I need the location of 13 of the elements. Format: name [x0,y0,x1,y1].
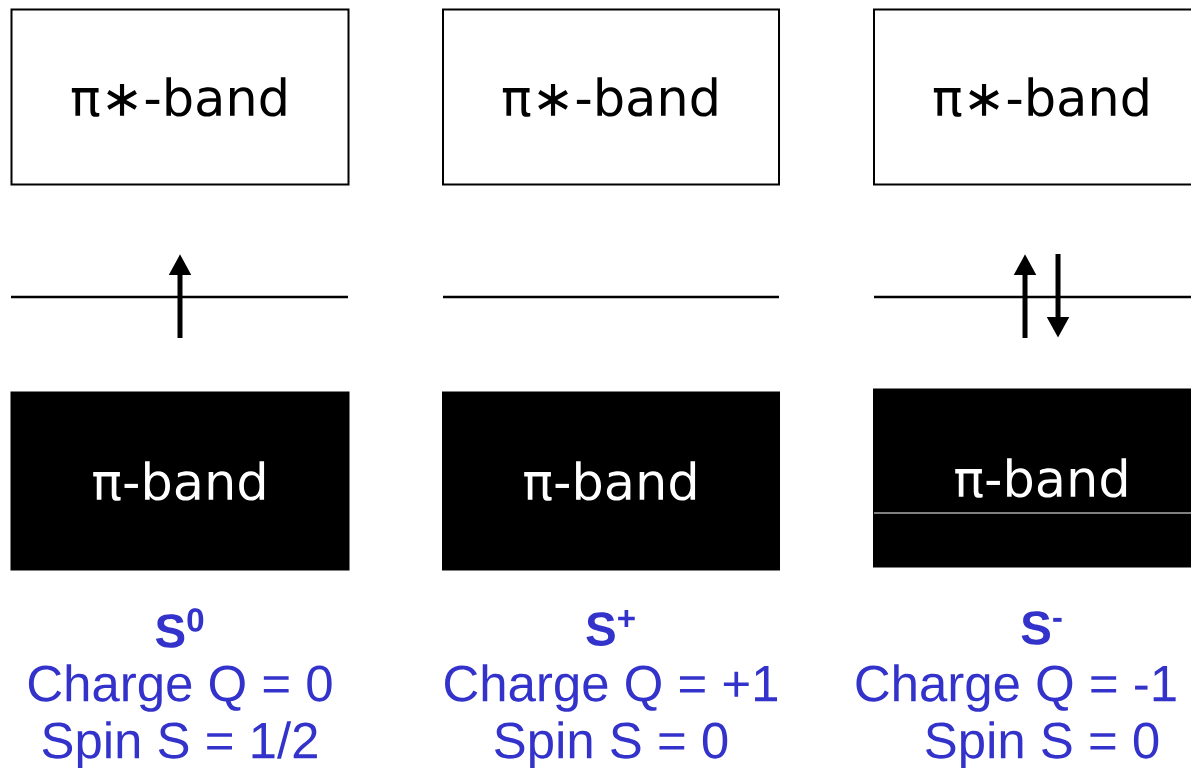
state-label: Spin S = 0 [495,721,728,768]
state-label: Spin S = 0 [926,721,1159,768]
state-label: Charge Q = 0 [28,664,332,712]
band-box: π-band [873,388,1191,568]
band-box: π∗-band [10,8,350,186]
state-symbol: S$^{-}$ [1021,611,1062,645]
band-box: π∗-band [442,8,780,186]
band-box: π∗-band [873,8,1191,186]
state-label: Charge Q = -1 [856,664,1176,712]
band-box: π-band [442,391,780,571]
state-label: Charge Q = +1 [445,664,777,712]
state-label: Spin S = 1/2 [42,721,317,768]
band-box: π-band [10,391,350,571]
